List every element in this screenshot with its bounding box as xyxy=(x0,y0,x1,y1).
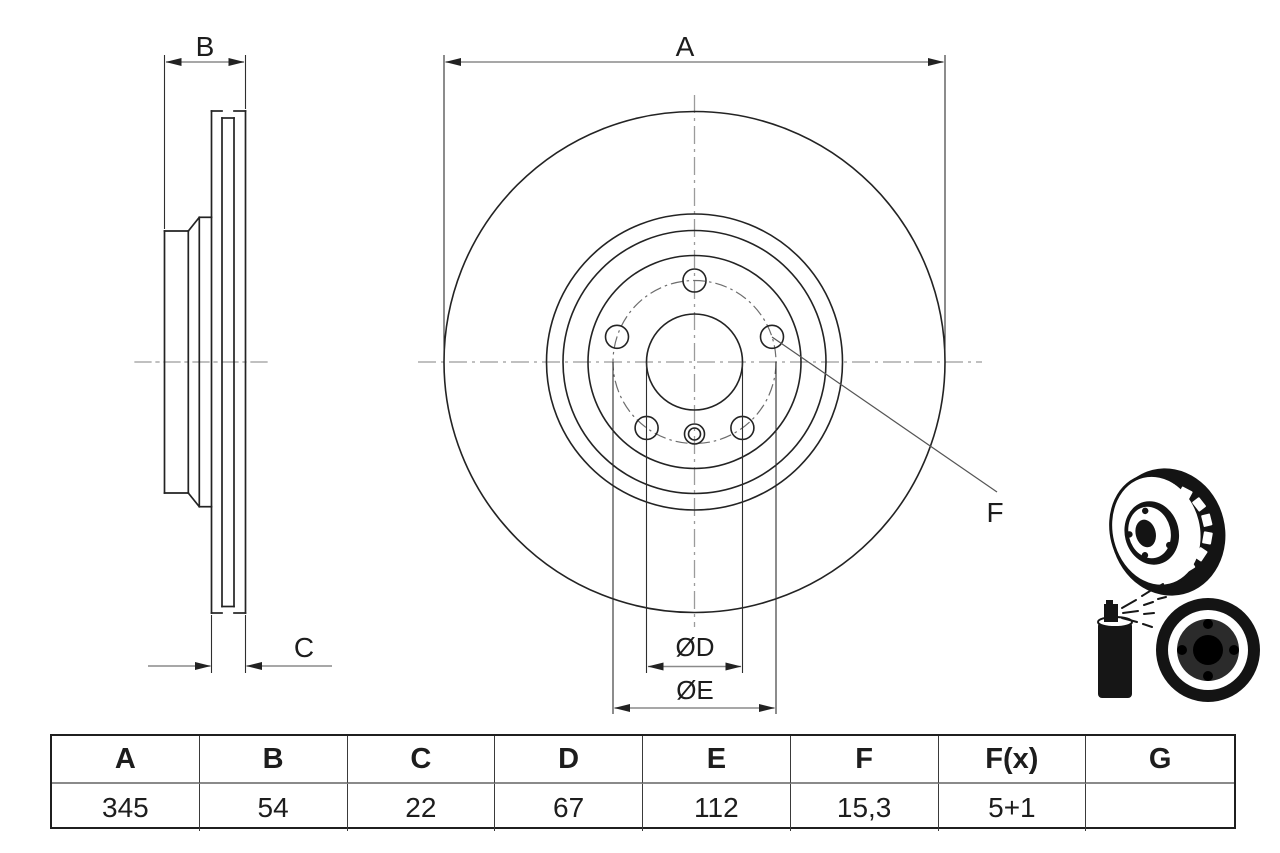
table-header-cell: F(x) xyxy=(938,736,1087,784)
table-header-cell: C xyxy=(347,736,496,784)
table-header-cell: E xyxy=(643,736,791,784)
dim-c-label: C xyxy=(294,632,314,663)
locating-pin-hole-outer xyxy=(683,423,706,445)
bolt-hole xyxy=(604,324,630,350)
table-header-cell: G xyxy=(1086,736,1234,784)
table-header-cell: A xyxy=(52,736,200,784)
leader-f: F xyxy=(771,336,1004,528)
vented-disc-icon xyxy=(1109,468,1226,596)
hat-outer-circle xyxy=(562,229,827,495)
table-value-cell: 67 xyxy=(495,784,643,831)
dim-e-label: ØE xyxy=(676,675,714,705)
dimension-c: C xyxy=(148,615,332,673)
table-value-cell: 112 xyxy=(643,784,791,831)
friction-ring-inner-circle xyxy=(545,213,844,511)
table-value-cell xyxy=(1086,784,1234,831)
table-value-cell: 54 xyxy=(200,784,348,831)
table-value-cell: 22 xyxy=(348,784,496,831)
dimension-a: A xyxy=(443,31,946,362)
dim-d-label: ØD xyxy=(676,632,715,662)
table-value-cell: 5+1 xyxy=(939,784,1087,831)
bolt-hole xyxy=(759,324,785,350)
table-value-cell: 345 xyxy=(52,784,200,831)
dimension-d: ØD xyxy=(645,362,744,673)
side-section-view xyxy=(134,110,271,614)
dim-a-label: A xyxy=(676,31,695,62)
dim-b-label: B xyxy=(196,31,215,62)
vent-slots xyxy=(1162,483,1213,578)
hat-step-circle xyxy=(587,254,802,470)
front-view xyxy=(418,95,982,627)
table-value-cell: 15,3 xyxy=(791,784,939,831)
locating-pin-hole-inner xyxy=(687,427,702,441)
table-header-cell: F xyxy=(790,736,939,784)
dimension-spec-table: A B C D E F F(x) G 345 54 22 67 112 15,3… xyxy=(50,734,1236,831)
bolt-hole xyxy=(682,268,707,293)
coated-disc-spray-icon xyxy=(1097,583,1260,702)
dimension-b: B xyxy=(163,31,247,229)
spray-can xyxy=(1097,583,1167,698)
table-header-cell: B xyxy=(199,736,348,784)
dimension-e: ØE xyxy=(612,362,777,714)
dim-f-label: F xyxy=(986,497,1003,528)
table-header-cell: D xyxy=(495,736,643,784)
